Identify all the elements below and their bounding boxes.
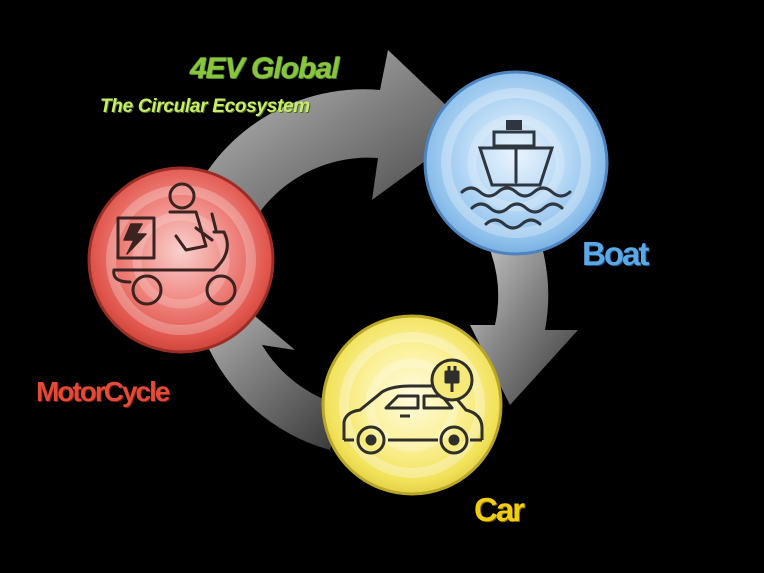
delivery-scooter-icon <box>112 182 237 306</box>
ship-icon <box>460 120 572 230</box>
motorcycle-node <box>87 166 275 354</box>
electric-car-icon <box>342 358 484 455</box>
diagram-subtitle: The Circular Ecosystem <box>100 96 310 117</box>
car-label: Car <box>474 491 525 528</box>
boat-label: Boat <box>582 235 649 272</box>
motorcycle-label: MotorCycle <box>36 376 170 407</box>
diagram-title: 4EV Global <box>190 52 339 85</box>
boat-node <box>423 70 609 256</box>
car-node <box>321 314 503 496</box>
